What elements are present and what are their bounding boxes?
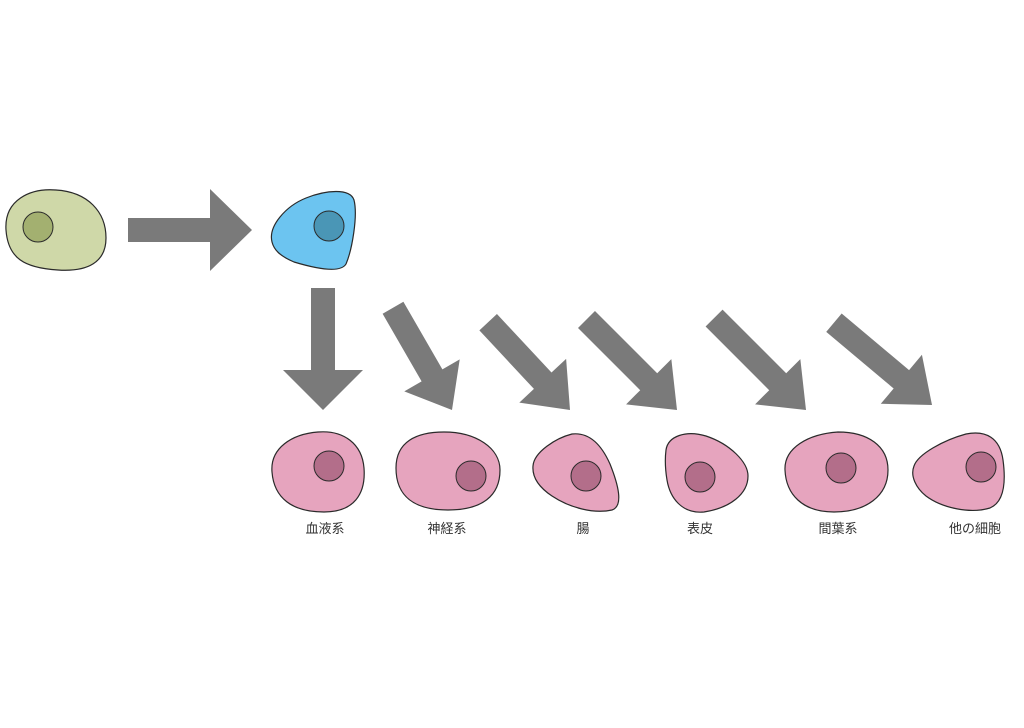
- cell-nerve: [395, 431, 501, 511]
- source-cell: [5, 189, 107, 271]
- progenitor-cell-nucleus: [313, 210, 345, 242]
- cell-epidermis: [664, 433, 749, 513]
- arrow-source-to-progenitor: [128, 189, 252, 271]
- label-mesenchyme: 間葉系: [818, 522, 858, 537]
- arrow-to-other: [826, 313, 932, 405]
- label-nerve: 神経系: [427, 522, 467, 537]
- cell-other-nucleus: [965, 451, 997, 483]
- arrow-to-nerve: [382, 301, 460, 410]
- cell-intestine: [532, 433, 620, 512]
- source-cell-nucleus: [22, 211, 54, 243]
- cell-other: [912, 432, 1005, 511]
- cell-epidermis-nucleus: [684, 461, 716, 493]
- cell-blood-nucleus: [313, 450, 345, 482]
- arrow-to-mesenchyme: [705, 309, 806, 410]
- cell-mesenchyme-nucleus: [825, 452, 857, 484]
- arrow-to-intestine: [479, 314, 570, 410]
- cell-nerve-nucleus: [455, 460, 487, 492]
- arrow-to-blood: [283, 288, 363, 410]
- progenitor-cell-body: [270, 190, 356, 270]
- label-other: 他の細胞: [948, 522, 1001, 537]
- label-epidermis: 表皮: [686, 522, 713, 537]
- label-blood: 血液系: [305, 522, 345, 537]
- progenitor-cell: [270, 190, 356, 270]
- cell-intestine-nucleus: [570, 460, 602, 492]
- cell-blood: [271, 431, 365, 513]
- source-cell-body: [5, 189, 107, 271]
- arrow-to-epidermis: [578, 311, 677, 410]
- label-intestine: 腸: [576, 522, 590, 537]
- cell-mesenchyme: [784, 431, 889, 513]
